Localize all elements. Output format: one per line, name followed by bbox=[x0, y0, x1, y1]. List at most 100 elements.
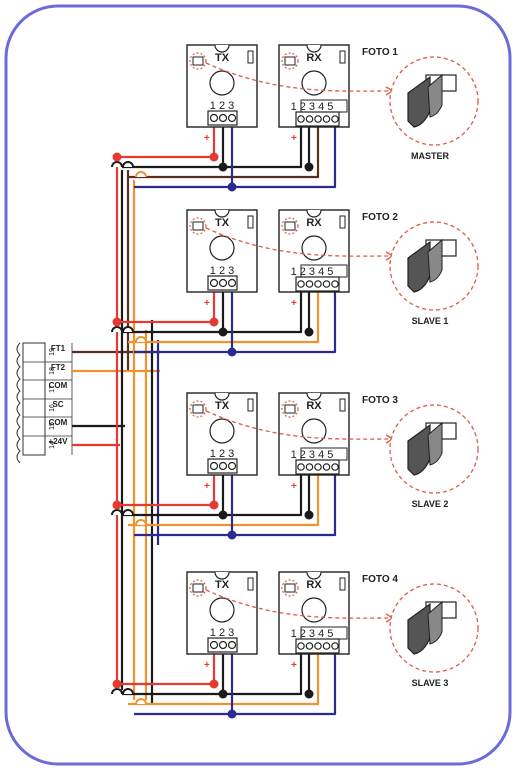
terminal-label: +24V bbox=[49, 437, 69, 446]
outer-frame bbox=[4, 4, 512, 766]
wires bbox=[72, 125, 337, 719]
photocell-unit-1: TX RX 1 2 3 +1 2 3 4 5 + FOTO 1 MASTER bbox=[186, 44, 479, 161]
wire bbox=[128, 473, 320, 527]
rx-plus-sign: + bbox=[291, 481, 297, 492]
jumper-circle bbox=[189, 217, 207, 235]
lens-circle bbox=[209, 418, 235, 444]
foto-label: FOTO 3 bbox=[362, 395, 398, 406]
jumper-circle bbox=[189, 400, 207, 418]
beam-arrow bbox=[205, 589, 393, 619]
beam-arrow bbox=[205, 62, 393, 92]
terminal-number: 16 bbox=[49, 404, 56, 412]
wire-crossover bbox=[122, 688, 134, 695]
tx-label: TX bbox=[215, 400, 230, 412]
terminal-number: 18 bbox=[49, 367, 56, 375]
lens-circle bbox=[209, 235, 235, 261]
wire-crossover bbox=[122, 326, 134, 333]
terminal-label: FT1 bbox=[51, 344, 66, 353]
terminal-number: 14 bbox=[49, 441, 56, 449]
rx-label: RX bbox=[306, 217, 322, 229]
role-label: SLAVE 1 bbox=[412, 316, 449, 326]
lens-circle bbox=[209, 70, 235, 96]
wire bbox=[117, 473, 216, 507]
rx-pin-numbers: 1 2 3 4 5 bbox=[291, 628, 334, 640]
wire bbox=[134, 290, 337, 354]
rx-plus-sign: + bbox=[291, 660, 297, 671]
lens-circle bbox=[301, 597, 327, 623]
tx-pin-numbers: 1 2 3 bbox=[210, 448, 234, 460]
junction-dot bbox=[209, 500, 219, 510]
junction-dot bbox=[112, 317, 122, 327]
foto-label: FOTO 1 bbox=[362, 47, 398, 58]
junction-dot bbox=[112, 500, 122, 510]
wire bbox=[128, 652, 320, 706]
rx-label: RX bbox=[306, 400, 322, 412]
wire bbox=[128, 125, 320, 179]
tx-pin-numbers: 1 2 3 bbox=[210, 100, 234, 112]
junction-dot bbox=[112, 152, 122, 162]
wire bbox=[134, 652, 337, 716]
terminal-number: 17 bbox=[49, 385, 56, 393]
junction-dot bbox=[209, 679, 219, 689]
photocell-units: TX RX 1 2 3 +1 2 3 4 5 + FOTO 1 MASTER TX RX 1 2 … bbox=[186, 44, 479, 688]
tx-label: TX bbox=[215, 52, 230, 64]
jumper-circle bbox=[189, 52, 207, 70]
junction-dot bbox=[209, 317, 219, 327]
rx-label: RX bbox=[306, 579, 322, 591]
foto-label: FOTO 4 bbox=[362, 574, 398, 585]
beam-arrow bbox=[205, 227, 393, 257]
foto-label: FOTO 2 bbox=[362, 212, 398, 223]
lens-circle bbox=[301, 418, 327, 444]
wire bbox=[134, 125, 337, 189]
wire bbox=[122, 125, 303, 169]
wire-crossover bbox=[111, 161, 123, 168]
terminal-label: COM bbox=[49, 418, 68, 427]
beam-arrow bbox=[205, 410, 393, 440]
rx-pin-numbers: 1 2 3 4 5 bbox=[291, 101, 334, 113]
terminal-number: 19 bbox=[49, 348, 56, 356]
wire-crossover bbox=[111, 326, 123, 333]
wire-crossover bbox=[122, 161, 134, 168]
tx-pin-numbers: 1 2 3 bbox=[210, 627, 234, 639]
jumper-circle bbox=[281, 52, 299, 70]
jumper-circle bbox=[281, 400, 299, 418]
wire bbox=[117, 652, 216, 686]
rx-plus-sign: + bbox=[291, 133, 297, 144]
wire-crossover bbox=[111, 688, 123, 695]
wire-crossover bbox=[111, 509, 123, 516]
wire-crossover bbox=[135, 171, 147, 178]
wire-crossover bbox=[135, 698, 147, 705]
lens-circle bbox=[209, 597, 235, 623]
rx-plus-sign: + bbox=[291, 298, 297, 309]
jumper-circle bbox=[281, 579, 299, 597]
tx-plus-sign: + bbox=[204, 133, 210, 144]
junction-dot bbox=[209, 152, 219, 162]
lens-circle bbox=[301, 70, 327, 96]
rx-label: RX bbox=[306, 52, 322, 64]
wire bbox=[134, 473, 337, 537]
tx-plus-sign: + bbox=[204, 660, 210, 671]
rx-pin-numbers: 1 2 3 4 5 bbox=[291, 266, 334, 278]
tx-plus-sign: + bbox=[204, 298, 210, 309]
role-label: MASTER bbox=[411, 151, 450, 161]
jumper-circle bbox=[189, 579, 207, 597]
wire bbox=[117, 125, 216, 159]
junction-dot bbox=[112, 679, 122, 689]
terminal-label: FT2 bbox=[51, 363, 66, 372]
rx-pin-numbers: 1 2 3 4 5 bbox=[291, 449, 334, 461]
wire bbox=[122, 290, 303, 334]
terminal-label: SC bbox=[52, 400, 63, 409]
wire-crossover bbox=[135, 519, 147, 526]
lens-circle bbox=[301, 235, 327, 261]
wire-crossover bbox=[135, 336, 147, 343]
wire bbox=[117, 290, 216, 324]
wire bbox=[128, 290, 320, 344]
jumper-circle bbox=[281, 217, 299, 235]
wire bbox=[122, 652, 303, 696]
terminal-number: 15 bbox=[49, 422, 56, 430]
role-label: SLAVE 3 bbox=[412, 678, 449, 688]
